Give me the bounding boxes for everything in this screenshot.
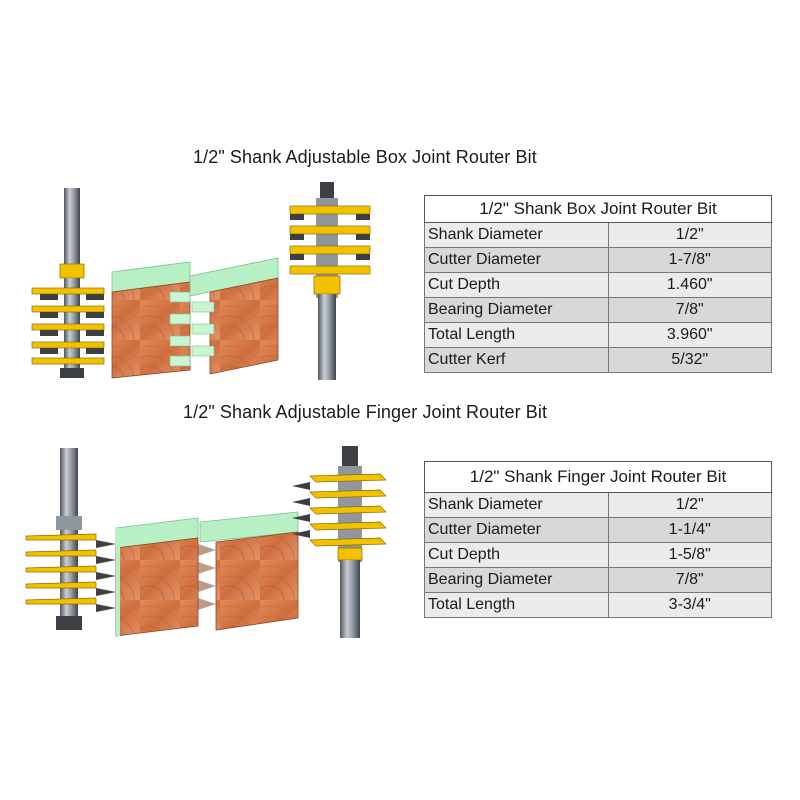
- spec-label: Cutter Diameter: [424, 517, 609, 543]
- finger-joint-wood-left: [115, 517, 199, 637]
- spec-label: Cutter Kerf: [424, 347, 609, 373]
- spec-value: 1-7/8": [607, 247, 773, 273]
- finger-joint-section-title: 1/2" Shank Adjustable Finger Joint Route…: [183, 402, 548, 422]
- spec-label: Shank Diameter: [424, 222, 609, 248]
- table-row: Bearing Diameter 7/8": [424, 567, 773, 593]
- box-joint-spec-table: 1/2" Shank Box Joint Router Bit Shank Di…: [424, 195, 773, 373]
- finger-joint-bit-angled-view: [292, 446, 387, 638]
- finger-joint-bit-illustration: [25, 446, 387, 638]
- table-row: Total Length 3.960": [424, 322, 773, 348]
- box-joint-bit-angled-view: [289, 182, 371, 380]
- spec-label: Total Length: [424, 322, 609, 348]
- finger-joint-wood-right: [198, 511, 299, 631]
- spec-label: Shank Diameter: [424, 492, 609, 518]
- table-row: Cutter Diameter 1-7/8": [424, 247, 773, 273]
- spec-value: 7/8": [607, 567, 773, 593]
- box-joint-section-title: 1/2" Shank Adjustable Box Joint Router B…: [193, 147, 537, 167]
- spec-value: 1-5/8": [607, 542, 773, 568]
- box-joint-wood-right: [189, 257, 279, 375]
- spec-label: Cutter Diameter: [424, 247, 609, 273]
- table-row: Bearing Diameter 7/8": [424, 297, 773, 323]
- box-joint-bit-illustration: [31, 182, 371, 380]
- spec-value: 7/8": [607, 297, 773, 323]
- spec-label: Cut Depth: [424, 542, 609, 568]
- table-row: Shank Diameter 1/2": [424, 222, 773, 248]
- spec-value: 1.460": [607, 272, 773, 298]
- spec-label: Bearing Diameter: [424, 567, 609, 593]
- table-row: Cut Depth 1.460": [424, 272, 773, 298]
- spec-value: 5/32": [607, 347, 773, 373]
- spec-value: 3-3/4": [607, 592, 773, 618]
- table-row: Cut Depth 1-5/8": [424, 542, 773, 568]
- spec-value: 3.960": [607, 322, 773, 348]
- spec-label: Bearing Diameter: [424, 297, 609, 323]
- box-joint-table-header: 1/2" Shank Box Joint Router Bit: [424, 195, 772, 223]
- table-row: Total Length 3-3/4": [424, 592, 773, 618]
- spec-value: 1/2": [607, 222, 773, 248]
- spec-value: 1/2": [607, 492, 773, 518]
- table-row: Cutter Diameter 1-1/4": [424, 517, 773, 543]
- spec-label: Cut Depth: [424, 272, 609, 298]
- table-row: Shank Diameter 1/2": [424, 492, 773, 518]
- finger-joint-bit-side-view: [25, 448, 116, 630]
- finger-joint-spec-table: 1/2" Shank Finger Joint Router Bit Shank…: [424, 461, 773, 618]
- box-joint-bit-side-view: [31, 188, 105, 378]
- table-row: Cutter Kerf 5/32": [424, 347, 773, 373]
- spec-label: Total Length: [424, 592, 609, 618]
- box-joint-wood-left: [111, 261, 191, 379]
- spec-value: 1-1/4": [607, 517, 773, 543]
- finger-joint-table-header: 1/2" Shank Finger Joint Router Bit: [424, 461, 772, 493]
